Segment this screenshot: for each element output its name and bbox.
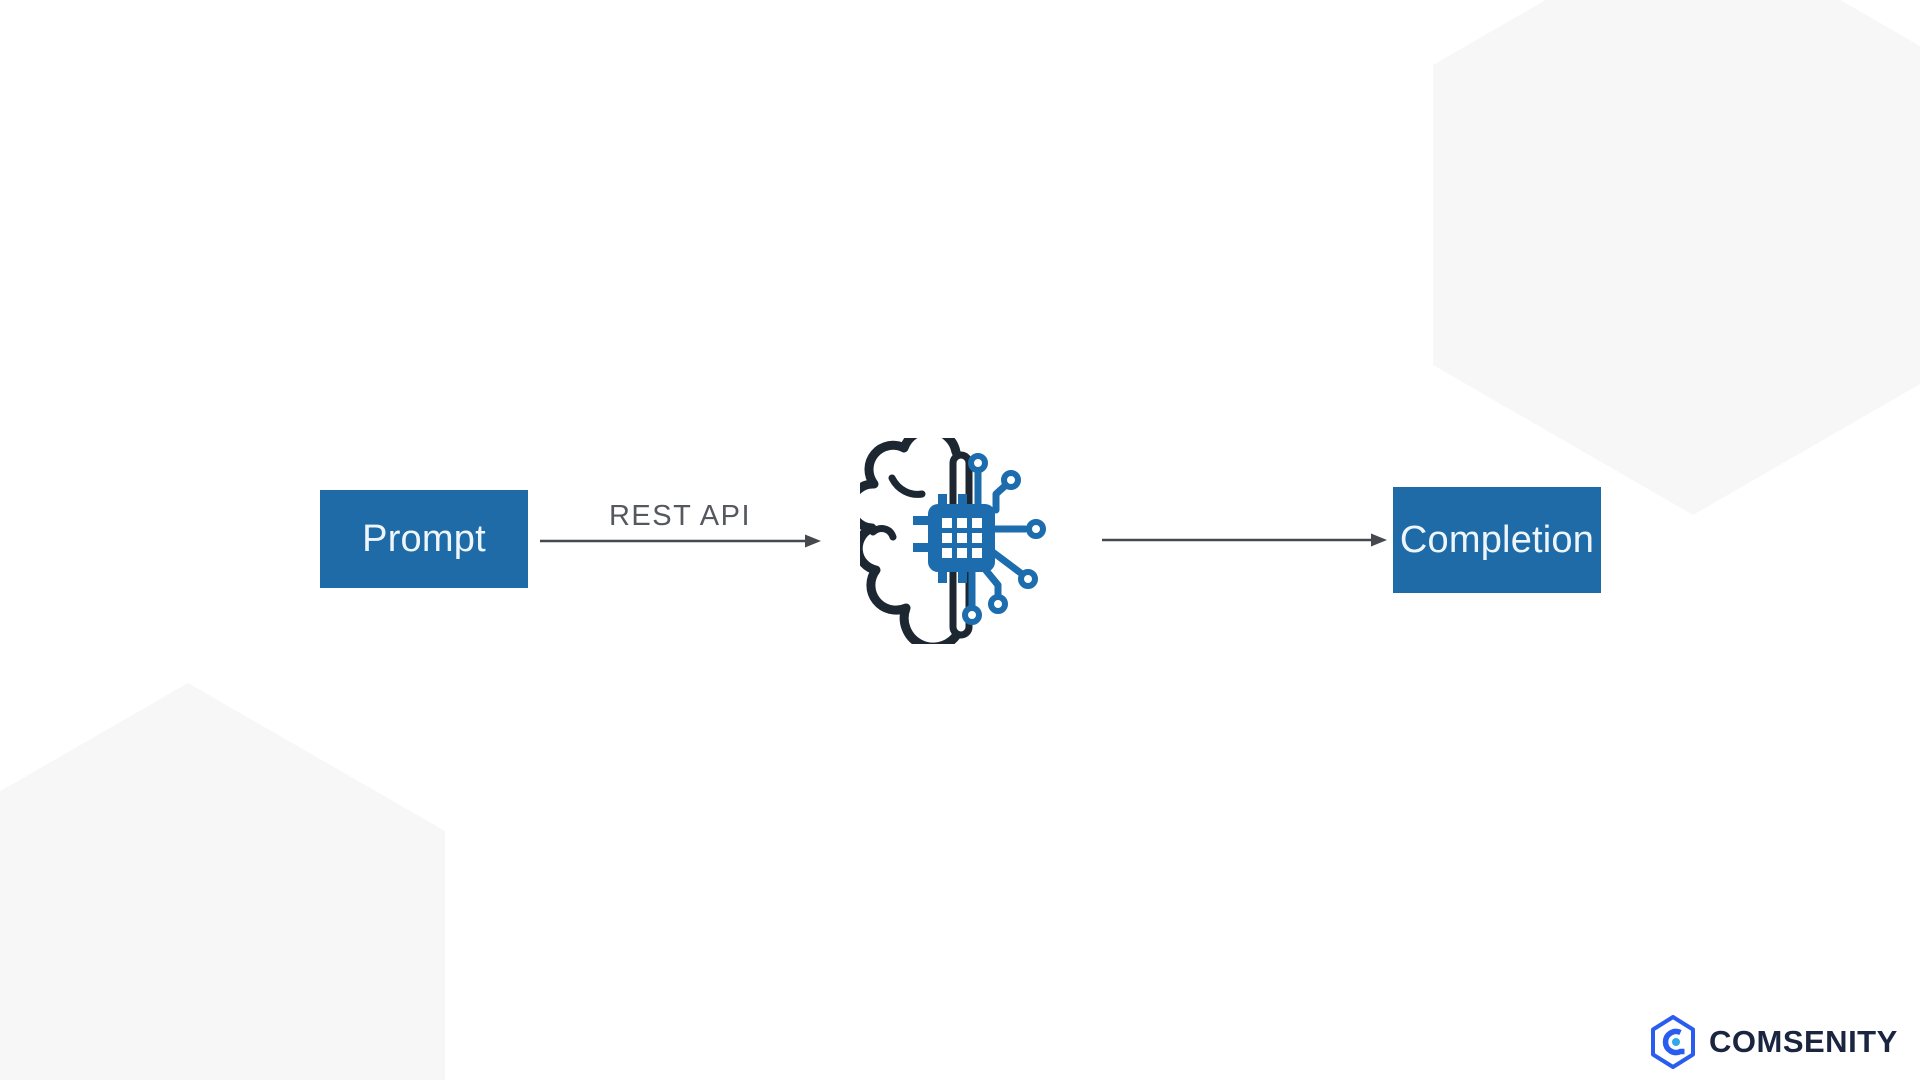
chip xyxy=(913,494,995,583)
completion-node-label: Completion xyxy=(1399,518,1595,561)
brain-circuit-chip-icon xyxy=(860,438,1046,644)
rest-api-edge-label: REST API xyxy=(608,500,752,532)
prompt-node-label: Prompt xyxy=(362,517,486,560)
hexagon-c-logo-icon xyxy=(1651,1015,1695,1069)
arrow-model-to-completion xyxy=(1102,533,1387,547)
circuit-nodes xyxy=(962,453,1046,625)
brand-logo: COMSENITY xyxy=(1650,1014,1898,1070)
arrow-prompt-to-model xyxy=(540,534,821,548)
prompt-node-box: Prompt xyxy=(320,490,528,588)
logo-dot xyxy=(1672,1038,1680,1046)
circuit-traces xyxy=(968,468,1029,611)
completion-node-box: Completion xyxy=(1393,487,1601,593)
brand-name: COMSENITY xyxy=(1709,1024,1898,1059)
chip-grid xyxy=(942,518,982,558)
hexagon-decoration-top-right xyxy=(1433,0,1920,515)
hexagon-decoration-bottom-left xyxy=(0,683,445,1080)
